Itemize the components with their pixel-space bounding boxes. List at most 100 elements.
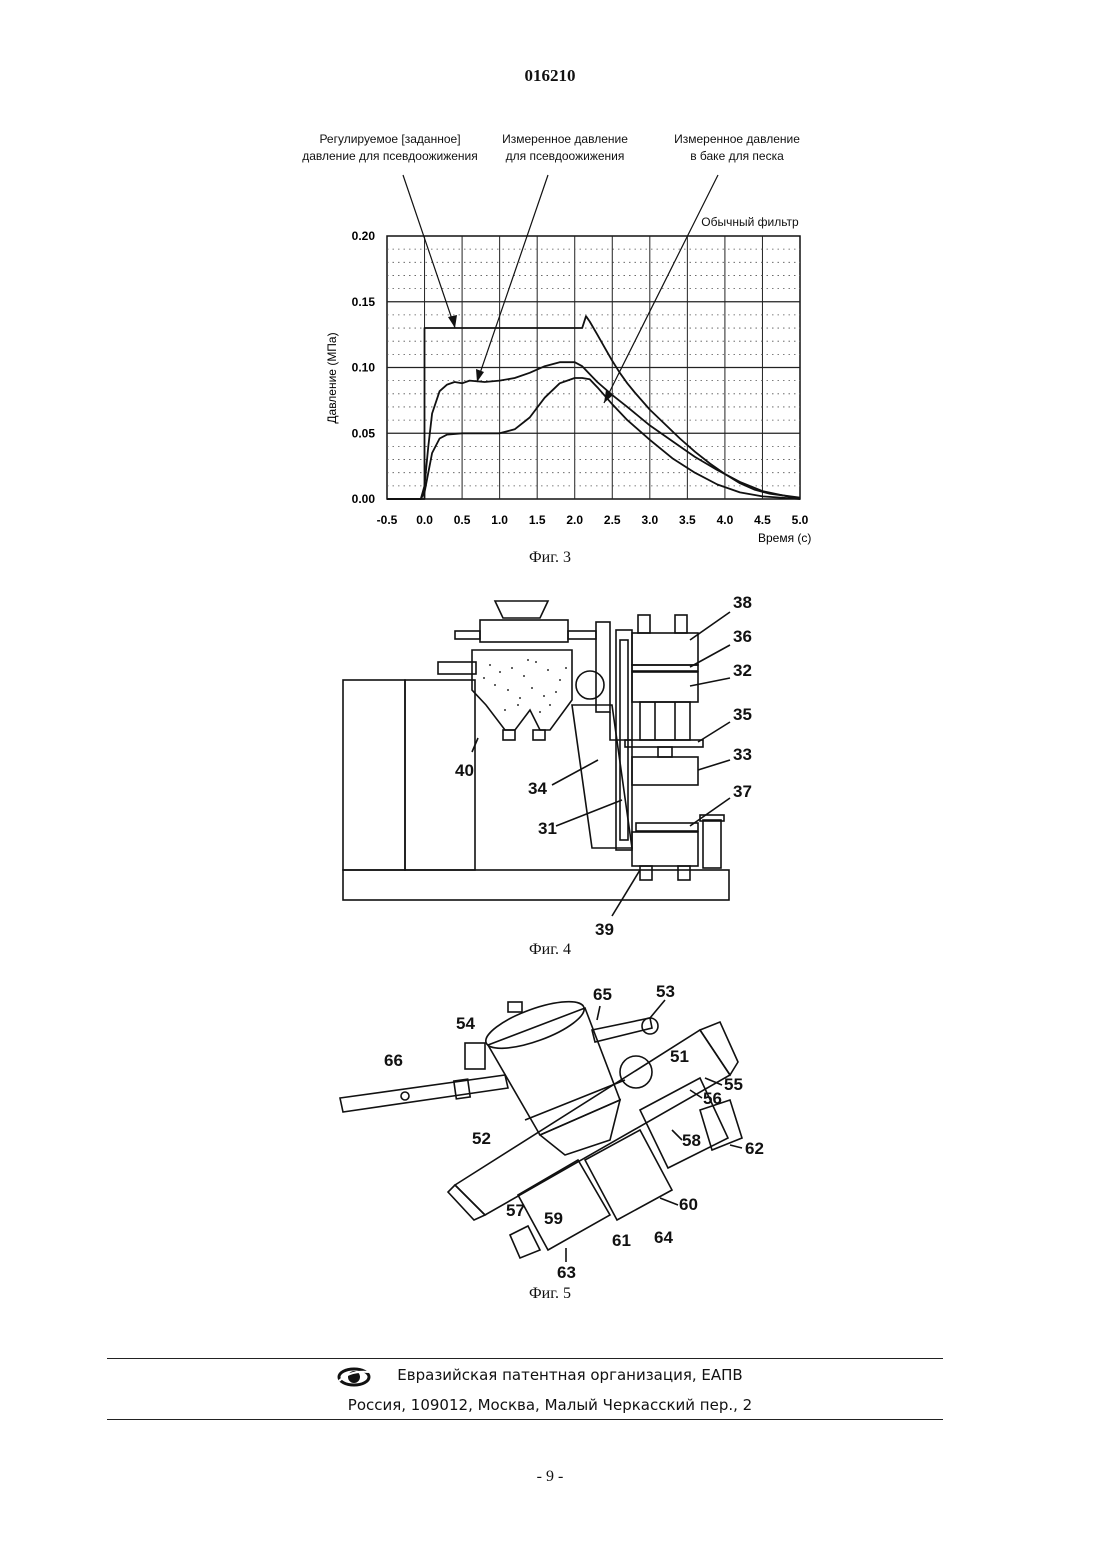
label-59: 59 [544,1209,563,1228]
label-32: 32 [733,661,752,680]
machine-frame-box [343,680,405,870]
main-beam-end-right [700,1022,738,1075]
series-set-pressure [387,316,800,499]
label-64: 64 [654,1228,673,1247]
label-60: 60 [679,1195,698,1214]
inclined-body [572,705,632,848]
label-61: 61 [612,1231,631,1250]
x-tick-label: 2.5 [604,513,621,527]
label-38: 38 [733,593,752,612]
part-36 [632,665,698,671]
x-tick-label: 1.0 [491,513,508,527]
leader-39 [612,870,640,916]
leader-62 [730,1145,742,1148]
x-tick-label: 4.5 [754,513,771,527]
main-beam-end-left [448,1185,485,1220]
label-55: 55 [724,1075,743,1094]
label-31: 31 [538,819,557,838]
sand-texture [483,659,567,713]
x-tick-label: 0.5 [454,513,471,527]
sand-tank-nozzle-right [533,730,545,740]
figure4-caption: Фиг. 4 [0,941,1100,959]
leader-33 [698,760,730,770]
hopper-cap [508,1002,522,1012]
part-35-rods [640,702,690,740]
hopper-funnel [495,601,548,618]
footer-address: Россия, 109012, Москва, Малый Черкасский… [0,1396,1100,1414]
figure5-drawing: 65 53 54 51 66 55 56 62 52 58 60 57 59 6… [0,975,1100,1285]
flange-line [525,1080,625,1120]
valve-circle [576,671,604,699]
figure4-drawing: 38 36 32 35 33 37 40 34 31 39 [0,580,1100,980]
valve-column [596,622,610,712]
part-38-knob-right [675,615,687,633]
label-65: 65 [593,985,612,1004]
label-52: 52 [472,1129,491,1148]
x-tick-label: -0.5 [377,513,398,527]
hopper-top-frame [480,620,568,642]
leader-34 [552,760,598,785]
leader-32 [690,678,730,686]
label-56: 56 [703,1089,722,1108]
pressure-time-chart: -0.5 0.0 0.5 1.0 1.5 2.0 2.5 3.0 3.5 4.0 4.5 5.0 0.0… [0,0,1100,580]
part-51-circle [620,1056,652,1088]
label-54: 54 [456,1014,475,1033]
label-33: 33 [733,745,752,764]
x-tick-label: 4.0 [717,513,734,527]
x-tick-label: 3.5 [679,513,696,527]
x-tick-label: 2.0 [566,513,583,527]
part-35-stem [658,747,672,757]
x-tick-label: 3.0 [641,513,658,527]
footer-rule-bottom [107,1419,943,1420]
figure3-caption: Фиг. 3 [0,549,1100,567]
part-35-plate [625,740,703,747]
part-54 [465,1043,485,1069]
machine-base [343,870,729,900]
leader-65 [597,1006,600,1020]
label-53: 53 [656,982,675,1001]
unit-left-end [510,1226,540,1258]
arm-66-hole [401,1092,409,1100]
leader-38 [690,612,730,640]
label-51: 51 [670,1047,689,1066]
label-34: 34 [528,779,547,798]
label-39: 39 [595,920,614,939]
pointer-set-pressure-arrowhead [448,315,457,328]
hopper-bar-left [455,631,480,639]
leader-60 [660,1198,678,1205]
leader-36 [690,645,730,667]
chart-series [387,316,800,499]
label-40: 40 [455,761,474,780]
chart-grid [387,236,800,499]
leader-58 [672,1130,682,1140]
label-57: 57 [506,1201,525,1220]
page-number: - 9 - [0,1468,1100,1486]
x-tick-label: 0.0 [416,513,433,527]
part-39-foot-right [678,866,690,880]
footer-org: Евразийская патентная организация, ЕАПВ [0,1366,1100,1384]
y-tick-label: 0.15 [352,295,376,309]
leader-53 [650,1000,665,1018]
part-32 [632,672,698,702]
sand-tank [472,650,572,730]
hopper-bar-right [568,631,596,639]
arm-66 [340,1075,508,1112]
label-35: 35 [733,705,752,724]
annotation-pointers [403,175,718,403]
part-37 [636,823,698,831]
label-37: 37 [733,782,752,801]
label-62: 62 [745,1139,764,1158]
leader-35 [698,722,730,742]
x-tick-label: 5.0 [792,513,809,527]
pointer-set-pressure [403,175,455,328]
figure5-caption: Фиг. 5 [0,1285,1100,1303]
unit-57-59 [518,1160,610,1250]
part-33 [632,757,698,785]
right-post [703,820,721,868]
x-tick-label: 1.5 [529,513,546,527]
part-38 [632,633,698,665]
hopper-body [488,1008,620,1135]
label-66: 66 [384,1051,403,1070]
footer-rule-top [107,1358,943,1359]
y-tick-label: 0.00 [352,492,376,506]
